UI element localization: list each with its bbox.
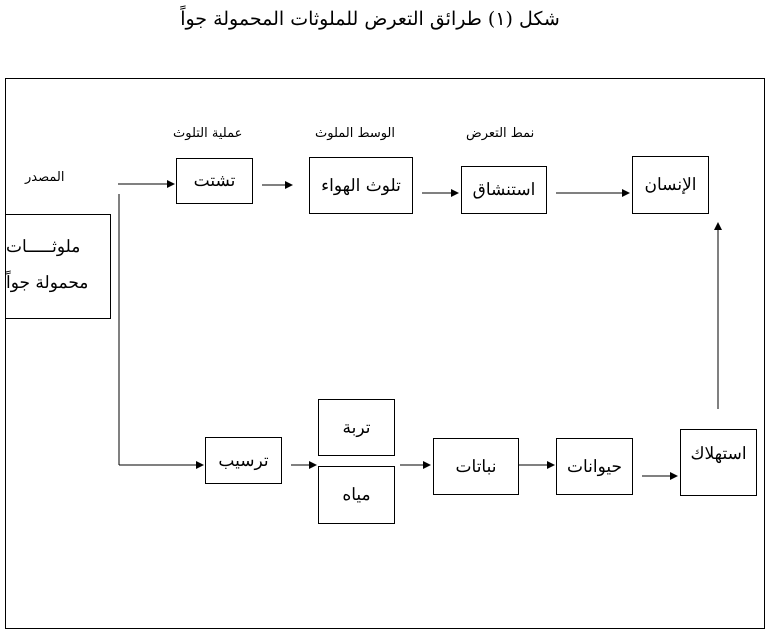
- box-inhalation: استنشاق: [461, 166, 547, 214]
- label-source: المصدر: [25, 170, 65, 185]
- box-animals: حيوانات: [556, 438, 633, 495]
- source-line1: ملوثـــــات: [6, 237, 81, 257]
- label-dispersion-process: عملية التلوث: [173, 126, 243, 141]
- diagram-frame: [5, 78, 765, 629]
- figure-title: شكل (١) طرائق التعرض للملوثات المحمولة ج…: [180, 8, 560, 30]
- label-exposure-pattern: نمط التعرض: [466, 126, 535, 141]
- box-air-pollution: تلوث الهواء: [309, 157, 413, 214]
- box-water: مياه: [318, 466, 395, 524]
- source-line2: محمولة جواً: [6, 273, 89, 293]
- box-soil: تربة: [318, 399, 395, 456]
- box-consumption: استهلاك: [680, 429, 757, 496]
- box-dispersion: تشتت: [176, 158, 253, 204]
- source-box: ملوثـــــات محمولة جواً: [5, 214, 111, 319]
- box-plants: نباتات: [433, 438, 519, 495]
- label-polluted-medium: الوسط الملوث: [315, 126, 395, 141]
- box-human: الإنسان: [632, 156, 709, 214]
- box-deposition: ترسيب: [205, 437, 282, 484]
